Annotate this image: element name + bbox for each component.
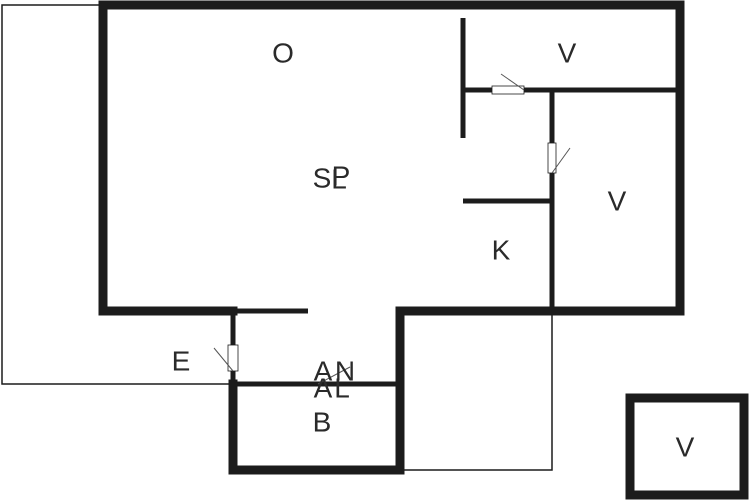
room-label-l: L: [331, 164, 347, 195]
room-label-a-lower: A: [314, 373, 333, 404]
room-label-a-upper: A: [314, 356, 333, 387]
room-label-k: K: [492, 235, 511, 266]
door-entry-leaf: [213, 347, 234, 372]
room-label-v-right: V: [608, 186, 627, 217]
room-label-s: S: [313, 163, 332, 194]
door-bath-leaf: [317, 366, 351, 385]
room-label-l-lower: L: [334, 373, 350, 404]
terrace-outline: [1, 4, 233, 385]
room-label-e: E: [172, 346, 191, 377]
room-label-b: B: [313, 407, 332, 438]
room-label-v-separate: V: [676, 432, 695, 463]
room-label-n: N: [335, 356, 355, 387]
room-label-o: O: [272, 38, 294, 69]
room-label-p: P: [332, 161, 351, 192]
door-closet-leaf: [500, 73, 525, 91]
annex-outline: [400, 310, 553, 471]
room-label-v-top: V: [558, 38, 577, 69]
exterior-wall: [98, 0, 685, 475]
separate-building: [625, 393, 749, 500]
door-storage-leaf: [551, 147, 571, 174]
